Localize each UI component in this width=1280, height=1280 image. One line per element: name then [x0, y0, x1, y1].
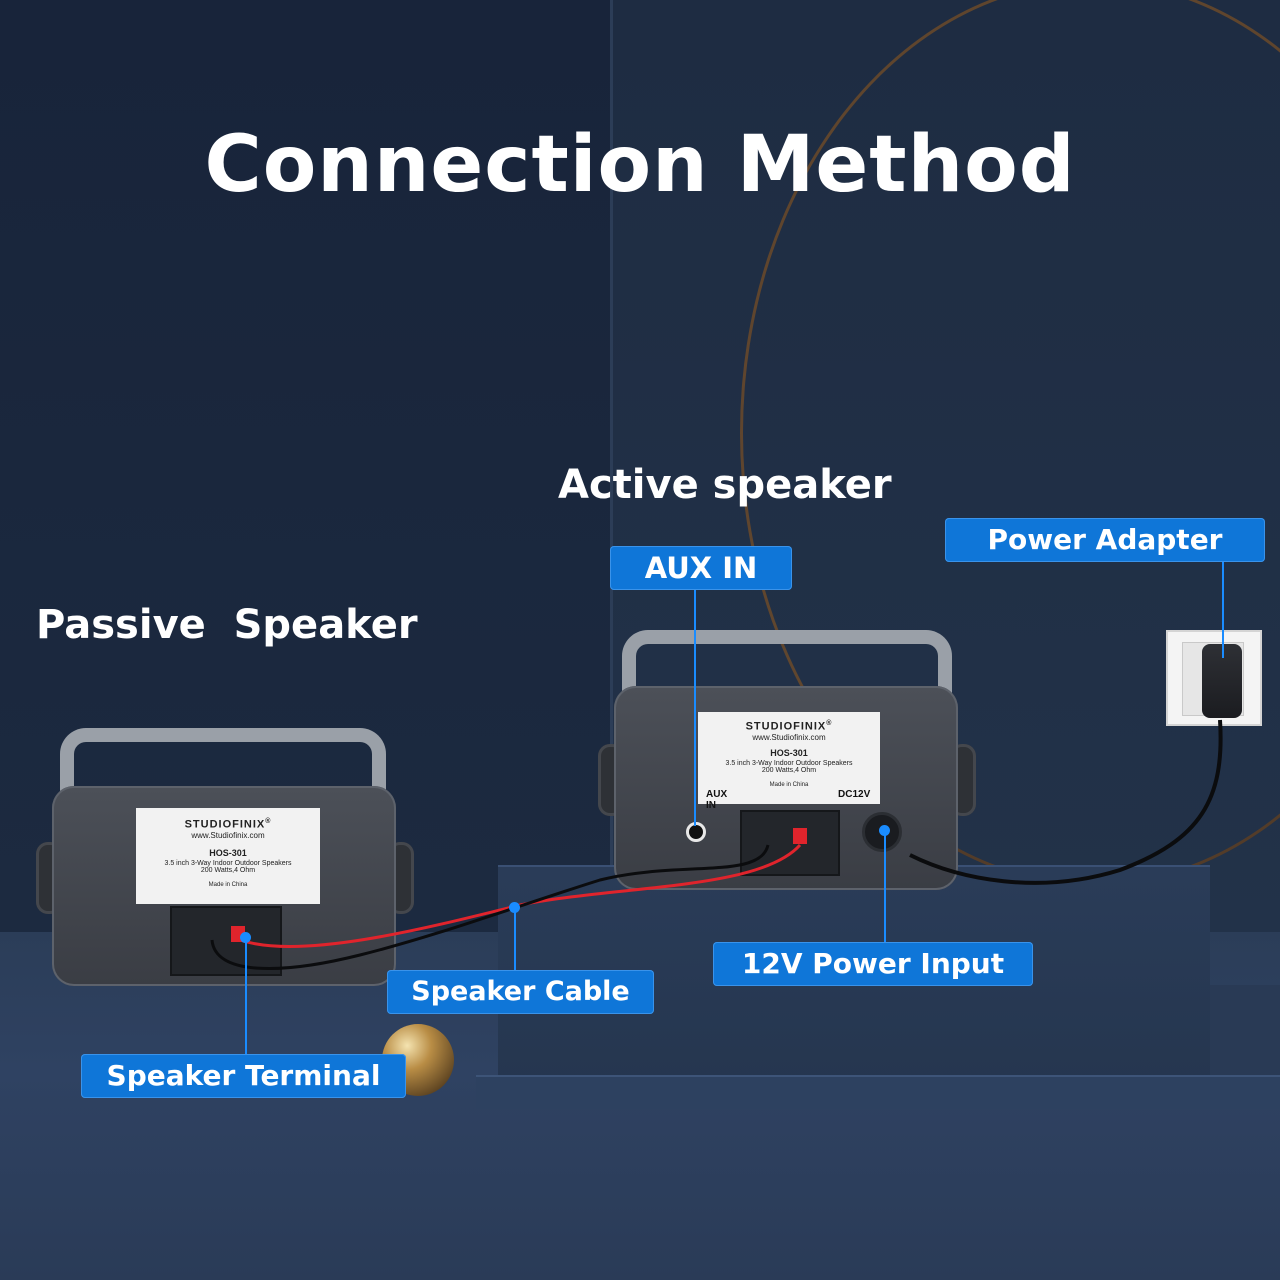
power-adapter-cable [909, 719, 1223, 885]
red-speaker-wire [239, 844, 802, 949]
registered-mark: ® [826, 720, 833, 727]
speaker-terminal-callout: Speaker Terminal [81, 1054, 406, 1098]
power-adapter-leader [1222, 562, 1224, 658]
passive-speaker-handle [60, 728, 386, 802]
brand-website: www.Studiofinix.com [752, 732, 826, 742]
speaker-cable-leader [514, 908, 516, 970]
active-speaker-handle [622, 630, 952, 704]
brand-name: STUDIOFINIX [184, 818, 266, 831]
aux-in-leader [694, 590, 696, 826]
registered-mark: ® [265, 818, 272, 825]
model-number: HOS-301 [770, 747, 808, 758]
aux-in-jack [686, 822, 706, 842]
wall-seam [610, 0, 613, 935]
display-step-side [1210, 985, 1280, 1085]
back-wall-left [0, 0, 612, 935]
aux-port-label: AUX IN [706, 789, 728, 811]
black-speaker-wire [210, 844, 770, 971]
passive-speaker-heading: Passive Speaker [36, 602, 418, 648]
power-input-callout: 12V Power Input [713, 942, 1033, 986]
speaker-cable-callout: Speaker Cable [387, 970, 654, 1014]
origin-text: Made in China [208, 881, 248, 888]
active-speaker-heading: Active speaker [558, 462, 892, 508]
product-description: 3.5 inch 3-Way Indoor Outdoor Speakers [725, 759, 853, 767]
display-step-base [476, 1075, 1280, 1109]
aux-in-callout: AUX IN [610, 546, 792, 590]
active-speaker-terminal-plate [740, 810, 840, 876]
speaker-cable-dot [509, 902, 520, 913]
speaker-terminal-dot [240, 932, 251, 943]
product-rating: 200 Watts,4 Ohm [200, 866, 256, 874]
product-rating: 200 Watts,4 Ohm [761, 766, 817, 774]
dc-port-label: DC12V [838, 789, 871, 800]
active-speaker-label: STUDIOFINIX® www.Studiofinix.com HOS-301… [698, 712, 880, 804]
brand-name: STUDIOFINIX [745, 720, 827, 733]
brand-website: www.Studiofinix.com [191, 830, 265, 840]
power-input-dot [879, 825, 890, 836]
page-title: Connection Method [204, 120, 1076, 210]
origin-text: Made in China [769, 781, 809, 788]
passive-speaker-terminal-plate [170, 906, 282, 976]
power-input-leader [884, 830, 886, 942]
active-red-terminal [793, 828, 807, 844]
passive-speaker-label: STUDIOFINIX® www.Studiofinix.com HOS-301… [136, 808, 320, 904]
dc-power-jack [862, 812, 902, 852]
power-adapter-callout: Power Adapter [945, 518, 1265, 562]
speaker-terminal-leader [245, 938, 247, 1054]
model-number: HOS-301 [209, 847, 247, 858]
product-description: 3.5 inch 3-Way Indoor Outdoor Speakers [164, 859, 292, 867]
